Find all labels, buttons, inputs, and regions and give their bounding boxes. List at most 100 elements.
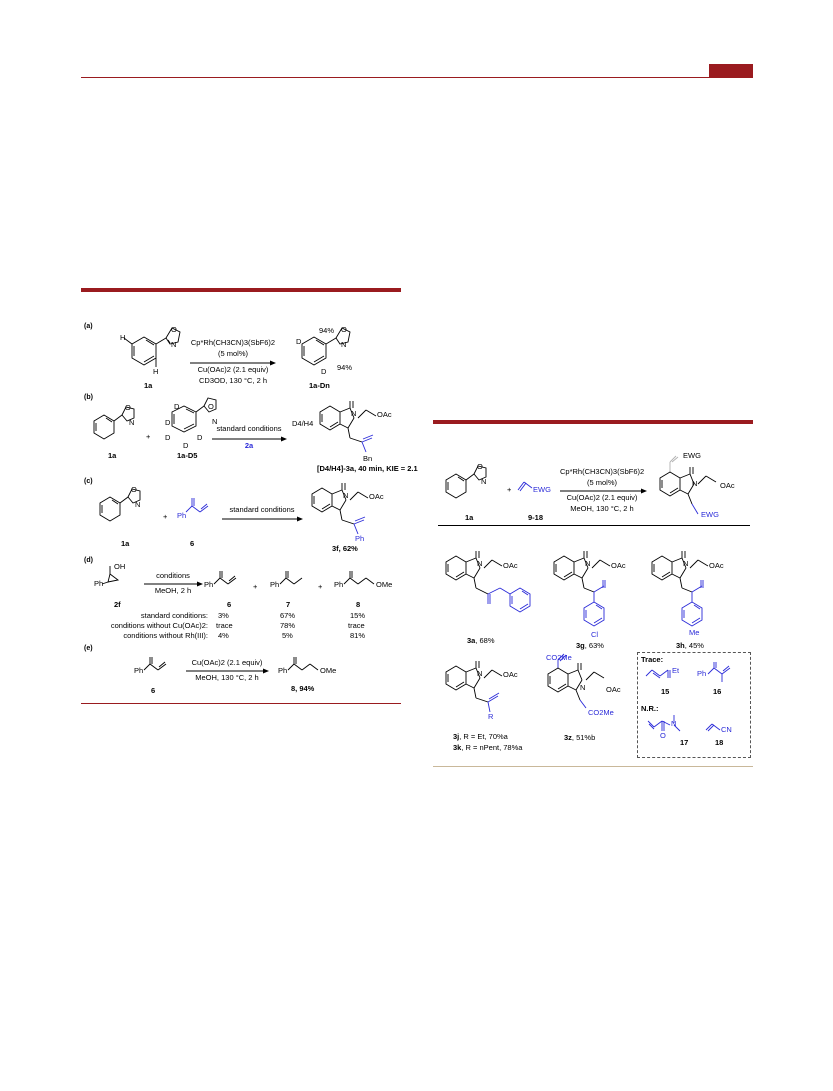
header-tab	[709, 64, 753, 78]
atom-o: O	[171, 325, 177, 334]
ewg-sm: EWG	[533, 485, 551, 494]
d3: D	[165, 433, 171, 442]
oac-3f: OAc	[369, 492, 384, 501]
label-18: 18	[715, 738, 724, 747]
scheme-right-divider	[438, 525, 750, 526]
d4: D	[183, 441, 189, 450]
yield-3g: 3g, 63%	[576, 641, 604, 650]
molecule-8-e	[287, 657, 319, 671]
molecule-8-d	[343, 571, 375, 585]
cond-a-1: Cp*Rh(CH3CN)3(SbF6)2	[190, 338, 276, 347]
et-15: Et	[672, 666, 680, 675]
row-2-v6: 4%	[218, 631, 229, 640]
label-1a-Dn: 1a-Dn	[309, 381, 330, 390]
plus-right: +	[507, 485, 512, 494]
label-1a-b: 1a	[108, 451, 117, 460]
atom-o-b2: O	[208, 402, 214, 411]
cond-r-4: MeOH, 130 °C, 2 h	[570, 503, 634, 513]
arrow-e-bottom: MeOH, 130 °C, 2 h	[195, 673, 259, 682]
atom-n-r: N	[481, 477, 487, 486]
cond-r-3: Cu(OAc)2 (2.1 equiv)	[566, 493, 638, 502]
atom-n-3a: N	[351, 409, 357, 418]
panel-d-label: (d)	[84, 557, 93, 564]
d2: D	[165, 418, 171, 427]
atom-n-b2: N	[212, 417, 218, 426]
panel-a-label: (a)	[84, 323, 93, 330]
label-1a-right: 1a	[465, 513, 474, 522]
molecule-3g	[553, 551, 611, 627]
molecule-1a-panel-a	[123, 327, 181, 367]
arrow-e	[186, 668, 269, 674]
molecule-1a-panel-c	[99, 488, 141, 522]
molecule-6-e	[143, 657, 167, 671]
atom-h-top: H	[120, 333, 126, 342]
molecule-18	[705, 723, 721, 732]
ome-8-d: OMe	[376, 580, 393, 589]
plus-c: +	[163, 512, 168, 521]
atom-n-3a-r: N	[477, 559, 483, 568]
header-rule	[81, 77, 753, 78]
arrow-b	[212, 436, 287, 442]
molecule-3j-3k	[445, 661, 503, 713]
atom-o-r: O	[477, 462, 483, 471]
panel-e-label: (e)	[84, 645, 93, 652]
ewg-top-grey: EWG	[683, 451, 701, 460]
molecule-3a	[445, 551, 531, 613]
row-1-v7: 78%	[280, 621, 296, 630]
cond-right-bottom: Cu(OAc)2 (2.1 equiv) MeOH, 130 °C, 2 h	[560, 493, 644, 514]
row-1-v8: trace	[348, 621, 365, 630]
molecule-D4H4-3a	[319, 401, 377, 453]
atom-n-3f: N	[343, 491, 349, 500]
arrow-c-top: standard conditions	[229, 505, 295, 514]
label-3f: 3f, 62%	[332, 544, 358, 553]
label-8-e: 8, 94%	[291, 684, 315, 693]
panel-b-label: (b)	[84, 394, 93, 401]
trace-nr-box	[637, 652, 751, 758]
label-1a-D5: 1a-D5	[177, 451, 198, 460]
atom-o-b: O	[125, 403, 131, 412]
d4h4-text: D4/H4	[292, 419, 314, 428]
ph-8-e: Ph	[278, 666, 288, 675]
d-percent-1: 94%	[319, 326, 335, 335]
oac-3a-r: OAc	[503, 561, 518, 570]
molecule-17	[647, 715, 681, 732]
row-1-name: conditions without Cu(OAc)2:	[110, 621, 208, 630]
yield-3j: 3j, R = Et, 70%a	[453, 732, 508, 741]
row-2-v8: 81%	[350, 631, 366, 640]
arrow-c	[222, 516, 303, 522]
label-1a-c: 1a	[121, 539, 130, 548]
molecule-6-panel-c	[185, 498, 209, 513]
scheme-left-bottom-rule	[81, 703, 401, 704]
row-2-v7: 5%	[282, 631, 293, 640]
plus-d1: +	[253, 582, 258, 591]
nr-title: N.R.:	[641, 704, 659, 713]
arrow-b-top: standard conditions	[216, 424, 282, 433]
scheme-right-bottom-rule	[433, 766, 753, 767]
molecule-3h	[651, 551, 709, 627]
molecule-3f	[311, 483, 369, 535]
ph-6-c: Ph	[177, 511, 187, 520]
cl-3g: Cl	[591, 630, 599, 639]
molecule-16	[707, 662, 731, 682]
cond-a-2: (5 mol%)	[217, 348, 248, 358]
molecule-1a-Dn	[301, 327, 351, 366]
yield-3h: 3h, 45%	[676, 641, 704, 650]
co2me-3z-top: CO2Me	[546, 653, 572, 662]
atom-h-bottom: H	[153, 367, 159, 376]
atom-o-c: O	[131, 485, 137, 494]
atom-o-2: O	[341, 325, 347, 334]
label-7: 7	[286, 600, 291, 609]
plus-b: +	[146, 432, 151, 441]
d5: D	[197, 433, 203, 442]
ph-7: Ph	[270, 580, 280, 589]
d1: D	[174, 402, 180, 411]
ph-6-d: Ph	[204, 580, 214, 589]
label-17: 17	[680, 738, 689, 747]
me-3h: Me	[689, 628, 700, 637]
molecule-alkene-right	[517, 481, 533, 492]
arrow-d	[144, 581, 203, 587]
ome-8-e: OMe	[320, 666, 337, 675]
arrow-d-bottom: MeOH, 2 h	[154, 586, 192, 595]
trace-title: Trace:	[641, 655, 664, 664]
d-percent-2: 94%	[337, 363, 353, 372]
